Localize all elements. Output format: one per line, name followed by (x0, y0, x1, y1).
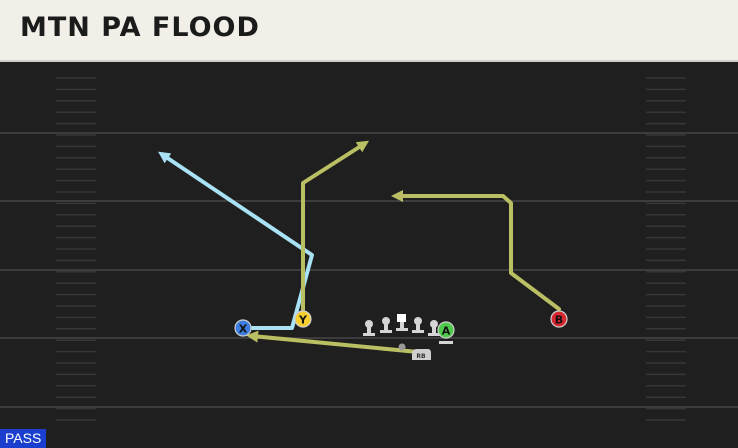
receiver-y[interactable]: Y (294, 310, 312, 328)
lineman-icon (363, 320, 375, 336)
receiver-a-label: A (442, 325, 451, 338)
center-icon (396, 314, 408, 331)
lineman-icon (380, 317, 392, 333)
receiver-x[interactable]: X (234, 319, 252, 337)
play-mode-badge: PASS (0, 429, 47, 448)
play-title: MTN PA FLOOD (20, 12, 260, 43)
field-turf (0, 62, 738, 448)
hash-marks (56, 77, 686, 421)
lineman-icon (428, 320, 440, 336)
yard-lines (0, 132, 738, 408)
play-header: MTN PA FLOOD (0, 0, 738, 62)
rb-label: RB (416, 353, 426, 360)
qb-marker[interactable] (398, 343, 406, 351)
receiver-a[interactable]: A (437, 321, 455, 344)
rb-marker[interactable]: RB (412, 349, 431, 360)
receiver-x-label: X (239, 323, 248, 336)
route-b[interactable] (391, 190, 561, 311)
offensive-line (363, 314, 440, 336)
receiver-y-label: Y (298, 314, 308, 327)
receiver-a-stance (439, 341, 453, 344)
play-field: RB X Y A B (0, 62, 738, 448)
receiver-b-label: B (555, 314, 563, 327)
route-rb[interactable] (246, 330, 420, 354)
lineman-icon (412, 317, 424, 333)
route-y[interactable] (301, 140, 370, 320)
receiver-b[interactable]: B (550, 310, 568, 328)
